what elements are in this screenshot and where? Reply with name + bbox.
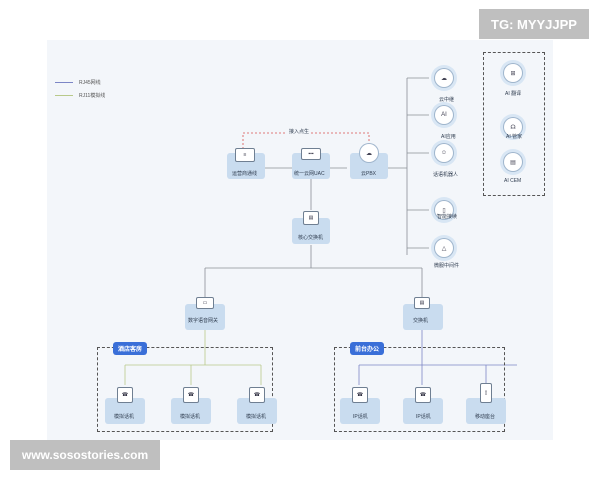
service-label-4: 智能接续 <box>437 214 458 220</box>
document-icon: ▤ <box>504 153 522 171</box>
ip-phone-icon: ☎ <box>352 387 368 403</box>
diagram-canvas: RJ45网线 RJ11模拟线 接入点生 ≡ 运营商通线 ▪▪▪ 统一云网UAC … <box>47 40 553 440</box>
front-office-group <box>334 347 505 432</box>
router-icon: ≡ <box>235 148 255 162</box>
device-icon: ▯ <box>435 201 453 219</box>
triangle-icon: △ <box>435 239 453 257</box>
robot-icon: ☺ <box>435 144 453 162</box>
ai-label-2: AI 管家 <box>506 134 523 140</box>
mobile-handset-icon: ▯ <box>480 383 492 403</box>
core-switch-icon: ▤ <box>303 211 319 225</box>
service-label-3: 话语机器人 <box>433 172 459 178</box>
phone-icon: ☎ <box>117 387 133 403</box>
switch-icon: ▪▪▪ <box>301 148 321 160</box>
watermark-bottom: www.sosostories.com <box>10 440 160 470</box>
left-phone-label-3: 模拟话机 <box>246 414 267 420</box>
watermark-top: TG: MYYJJPP <box>479 9 589 39</box>
left-phone-label-2: 模拟话机 <box>180 414 201 420</box>
ai-label-1: AI 翻译 <box>505 91 522 97</box>
switch-device-icon: ▤ <box>414 297 430 309</box>
right-phone-label-2: IP话机 <box>416 414 431 420</box>
core-label: 核心交换机 <box>298 235 324 241</box>
connector-lines <box>124 77 517 385</box>
access-dashed-line <box>242 132 370 153</box>
uac-label: 统一云网UAC <box>294 171 325 177</box>
pbx-label: 云PBX <box>361 171 377 177</box>
legend-rj45: RJ45网线 <box>55 79 101 86</box>
service-label-2: AI应用 <box>441 134 456 140</box>
switch-label: 交换机 <box>413 318 429 324</box>
phone-icon: ☎ <box>183 387 199 403</box>
ai-label-3: AI CEM <box>504 178 522 184</box>
phone-icon: ☎ <box>249 387 265 403</box>
left-phone-label-1: 模拟话机 <box>114 414 135 420</box>
service-label-5: 微服中间件 <box>434 263 460 269</box>
translate-icon: ⊞ <box>504 64 522 82</box>
ai-icon: AI <box>435 106 453 124</box>
carrier-label: 运营商通线 <box>232 171 258 177</box>
legend-rj11: RJ11模拟线 <box>55 92 105 99</box>
cloud-icon: ☁ <box>435 69 453 87</box>
cloud-pbx-icon: ☁ <box>360 144 378 162</box>
gateway-icon: ▭ <box>196 297 214 309</box>
ip-phone-icon: ☎ <box>415 387 431 403</box>
service-label-1: 云中继 <box>439 97 455 103</box>
access-label: 接入点生 <box>287 128 312 135</box>
ai-assistant-icon: ☊ <box>504 118 522 136</box>
front-office-tag: 前台办公 <box>350 342 385 355</box>
ai-panel <box>483 52 545 196</box>
gateway-label: 数字语音网关 <box>188 318 219 324</box>
hotel-room-tag: 酒店客房 <box>113 342 148 355</box>
right-phone-label-1: IP话机 <box>353 414 368 420</box>
hotel-room-group <box>97 347 273 432</box>
right-phone-label-3: 移动座台 <box>475 414 496 420</box>
